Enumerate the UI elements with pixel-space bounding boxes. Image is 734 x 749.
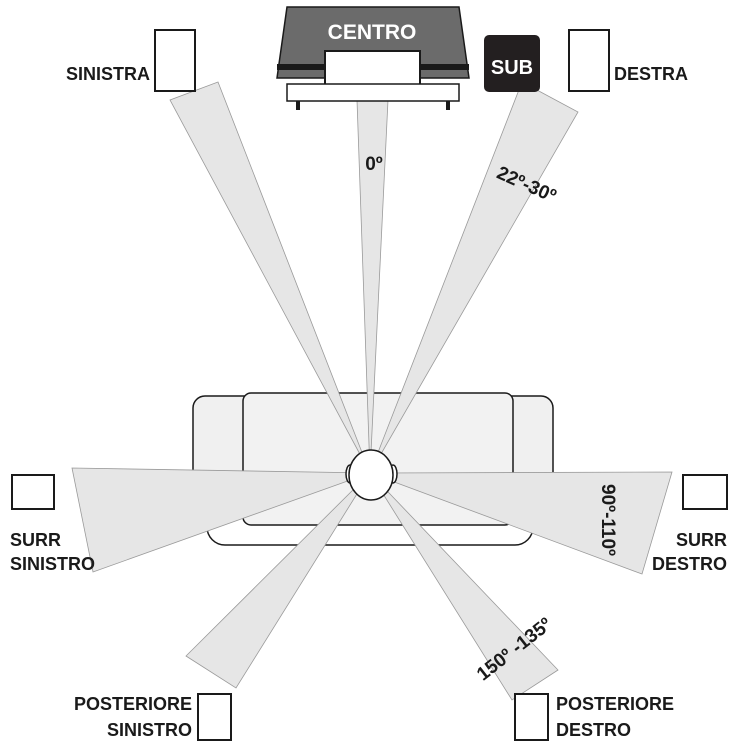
sub-label: SUB (491, 57, 533, 79)
rear-right-label-line2: DESTRO (556, 720, 631, 740)
beam-surround-right (369, 471, 673, 575)
surround-right-speaker (682, 474, 728, 510)
beams (71, 81, 673, 701)
surround-left-label-line2: SINISTRO (10, 554, 95, 574)
front-right-label: DESTRA (614, 64, 688, 84)
center-speaker: CENTRO (276, 6, 470, 110)
tv-bar-right (419, 64, 469, 70)
front-right-speaker (568, 29, 610, 92)
rear-left-speaker (197, 693, 232, 741)
surround-right-label-line1: SURR (676, 530, 727, 550)
tv-leg-right (446, 101, 450, 110)
sub-box (484, 35, 540, 92)
front-left-label: SINISTRA (66, 64, 150, 84)
rear-right-label-line1: POSTERIORE (556, 694, 674, 714)
beam-front-right (369, 81, 579, 474)
angle-surround-label: 90º-110º (597, 484, 618, 556)
beam-surround-left (71, 467, 371, 573)
angle-center-label: 0º (365, 154, 383, 175)
surround-left-speaker (11, 474, 55, 510)
rear-right-speaker (514, 693, 549, 741)
front-left-speaker (154, 29, 196, 92)
rear-left-label-line2: SINISTRO (107, 720, 192, 740)
beam-rear-right (369, 472, 559, 701)
head-shape (348, 449, 394, 501)
surround-left-label-line1: SURR (10, 530, 61, 550)
tv-bar-left (277, 64, 327, 70)
listener-head (345, 449, 398, 501)
tv-leg-left (296, 101, 300, 110)
beam-rear-left (185, 472, 371, 689)
center-label: CENTRO (328, 21, 417, 44)
tv-stand (286, 83, 460, 102)
surround-right-label-line2: DESTRO (652, 554, 727, 574)
rear-left-label-line1: POSTERIORE (74, 694, 192, 714)
subwoofer: SUB (484, 35, 540, 92)
